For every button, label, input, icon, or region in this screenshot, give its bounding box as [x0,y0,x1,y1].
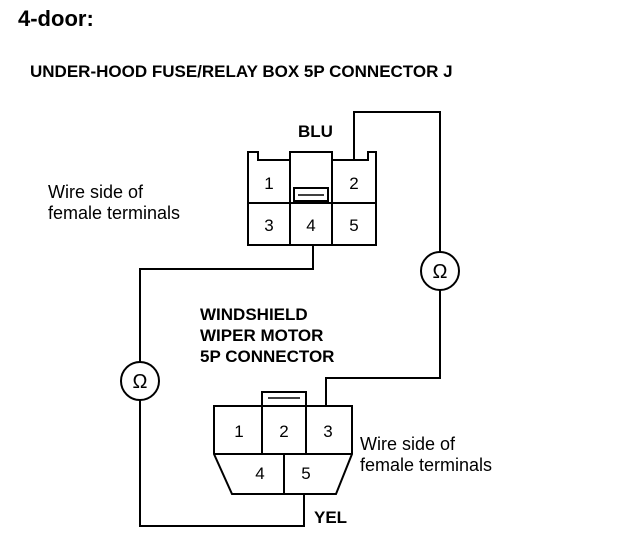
fuse-box-pin-3: 3 [264,216,273,235]
ohm-symbol-right: Ω [433,261,448,283]
wiper-motor-color-label: YEL [314,508,348,527]
fuse-box-pin-5: 5 [349,216,358,235]
wiper-motor-connector-label: WINDSHIELD WIPER MOTOR 5P CONNECTOR [200,305,335,366]
wiper-motor-pin-2: 2 [279,422,288,441]
wiper-motor-pin-4: 4 [255,464,264,483]
ohm-symbol-left: Ω [133,371,148,393]
fuse-box-pin-2: 2 [349,174,358,193]
ohmmeter-left [120,361,160,401]
fuse-box-side-note: Wire side of female terminals [48,182,181,223]
ohmmeter-right [420,251,460,291]
fuse-box-pin-4: 4 [306,216,315,235]
fuse-box-connector-latch [293,187,329,202]
page-subtitle: UNDER-HOOD FUSE/RELAY BOX 5P CONNECTOR J [30,62,453,81]
test-lead-pin4-to-pin5 [139,245,314,362]
wiper-motor-pin-1: 1 [234,422,243,441]
wiper-motor-pin-3: 3 [323,422,332,441]
wiper-motor-side-note: Wire side of female terminals [360,434,493,475]
wiper-motor-connector-latch [261,391,307,406]
page-title: 4-door: [18,6,94,31]
wiper-motor-pin-5: 5 [301,464,310,483]
fuse-box-color-label: BLU [298,122,333,141]
test-lead-pin2-to-pin3 [353,111,441,252]
fuse-box-pin-1: 1 [264,174,273,193]
